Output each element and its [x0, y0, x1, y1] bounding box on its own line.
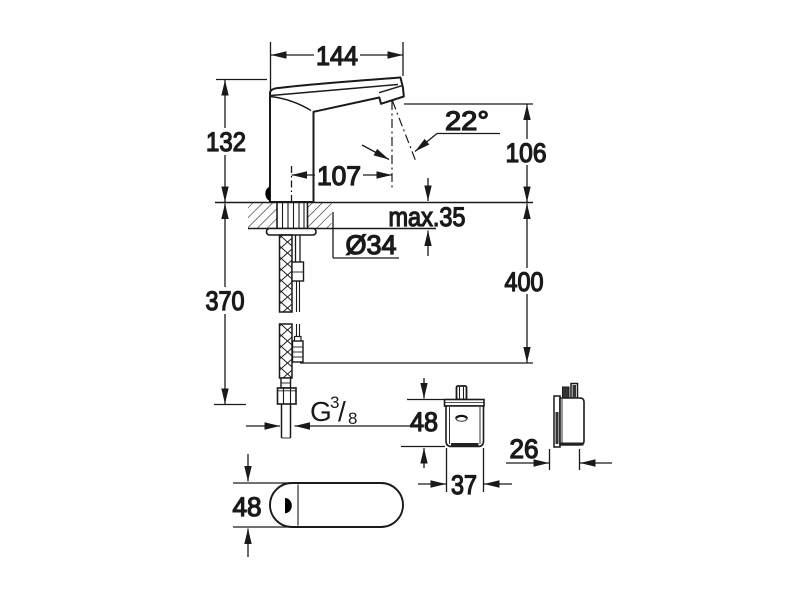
- thread-label: G 3 / 8: [310, 393, 357, 428]
- cable-plug: [291, 340, 304, 363]
- dimension-control-box-height: 48: [401, 378, 445, 468]
- control-box-side-view: [553, 382, 585, 448]
- box-body: [445, 405, 485, 448]
- remote-control: [269, 482, 404, 528]
- control-box-front-view: [443, 385, 485, 448]
- dimension-thread: G 3 / 8: [246, 393, 411, 430]
- counter-hatch-right: [308, 203, 332, 229]
- box-connector-stub: [455, 385, 468, 401]
- hose-nut: [276, 387, 297, 405]
- spray-angle-label: 22°: [445, 106, 489, 136]
- remote-outline: [269, 482, 404, 528]
- control-box-depth-label: 26: [510, 434, 539, 464]
- mounting-shank: [265, 203, 317, 236]
- counter-thickness-label: max.35: [389, 202, 466, 232]
- counter-hatch-left: [248, 203, 277, 229]
- mounting-flange: [265, 227, 317, 236]
- spout-reach-label: 144: [316, 41, 358, 71]
- cable-connector: [291, 261, 305, 282]
- side-stub-1: [562, 386, 570, 399]
- dimension-counter-thickness: max.35: [388, 178, 466, 256]
- braided-hose-upper: [278, 234, 293, 313]
- side-body: [559, 397, 585, 446]
- countertop: [215, 201, 533, 230]
- dimension-spout-reach: 144: [269, 40, 404, 91]
- thread-g: G: [310, 396, 332, 427]
- supply-hose: [276, 234, 297, 439]
- spout-top-edge: [270, 83, 399, 97]
- hose-length-label: 370: [206, 286, 245, 316]
- aerator-outlet: [378, 85, 402, 94]
- dimension-cable-length: 400: [300, 203, 546, 364]
- dimension-outlet-offset: 107: [290, 160, 392, 201]
- dimension-control-box-depth: 26: [506, 433, 612, 470]
- box-bottom-seal: [451, 443, 479, 447]
- dimension-hole-diameter: Ø34: [332, 212, 399, 261]
- remote-sensor-icon: [285, 498, 292, 514]
- control-box-width-label: 37: [451, 470, 477, 500]
- remote-height-label: 48: [233, 492, 262, 522]
- outlet-height-label: 106: [506, 138, 547, 168]
- thread-slash: /: [338, 396, 346, 427]
- outlet-offset-label: 107: [317, 161, 361, 191]
- spray-angle-lines: [391, 100, 418, 191]
- dimension-body-height: 132: [203, 78, 267, 202]
- dimension-control-box-width: 37: [418, 448, 512, 501]
- dimension-spray-angle: 22°: [361, 105, 500, 161]
- thread-numerator: 3: [330, 393, 339, 412]
- control-box-height-label: 48: [410, 407, 438, 437]
- body-height-label: 132: [206, 127, 246, 157]
- sensor-window-icon: [265, 186, 270, 201]
- cable-length-label: 400: [505, 267, 544, 297]
- sensor-cable: [291, 235, 305, 363]
- dimension-hose-length: 370: [203, 203, 247, 406]
- hole-diameter-label: Ø34: [346, 230, 397, 260]
- thread-denominator: 8: [348, 409, 357, 428]
- spray-direction-line: [391, 100, 418, 164]
- braided-hose-lower: [278, 323, 293, 379]
- spout-shoulder: [270, 95, 312, 112]
- dimension-remote-height: 48: [232, 454, 296, 557]
- dimension-outlet-height: 106: [404, 103, 548, 202]
